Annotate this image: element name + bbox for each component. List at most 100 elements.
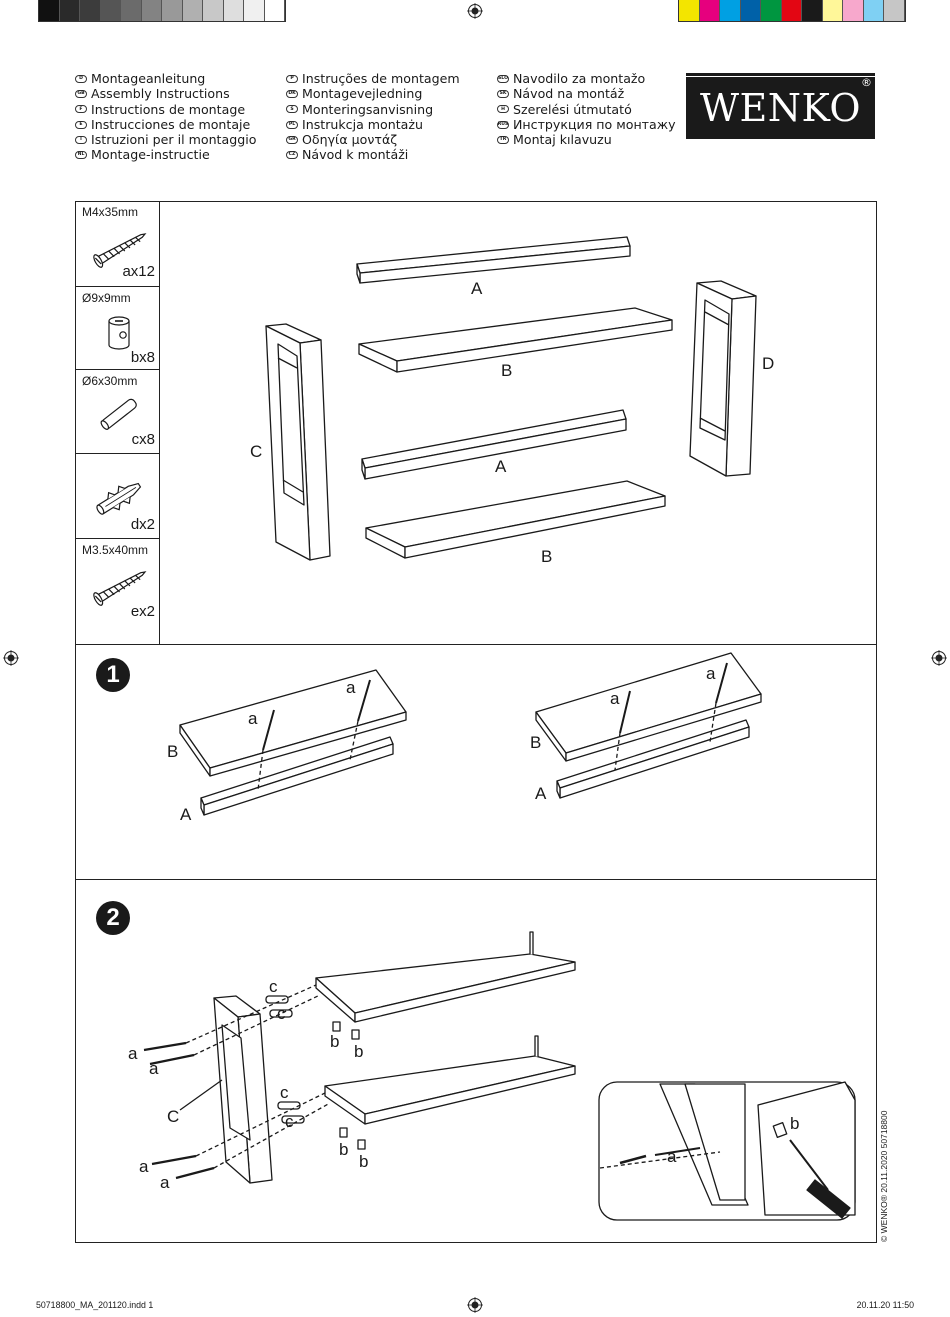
step2-upper-shelf (315, 931, 576, 1023)
label-screw-a: a (248, 709, 258, 728)
frame-c (265, 323, 331, 561)
part-cell-d: dx2 (75, 454, 159, 539)
part-quantity: ex2 (130, 603, 155, 620)
language-label: Instrukcja montażu (302, 116, 423, 132)
step2-guide-lines (185, 984, 331, 1169)
greyscale-swatch (59, 0, 80, 21)
language-label: Instrucciones de montaje (91, 116, 251, 132)
step-number-2: 2 (96, 901, 130, 935)
language-label: Instructions de montage (91, 101, 246, 117)
registration-mark-icon (3, 650, 19, 666)
process-swatch (781, 0, 802, 21)
label-screw-a: a (149, 1059, 159, 1078)
country-code-badge: GR (286, 135, 298, 144)
label-dowel-c: c (277, 1004, 286, 1023)
part-size: Ø6x30mm (82, 374, 138, 388)
greyscale-swatch (121, 0, 142, 21)
country-code-badge: NL (75, 151, 87, 160)
language-label: Istruzioni per il montaggio (91, 132, 257, 148)
greyscale-swatch (141, 0, 162, 21)
language-label: Monteringsanvisning (302, 101, 434, 117)
greyscale-swatch (203, 0, 224, 21)
label-cam-nut-b: b (359, 1152, 369, 1171)
logo-registered-mark: ® (861, 76, 872, 89)
greyscale-swatch (244, 0, 265, 21)
label-cam-nut-b: b (339, 1140, 349, 1159)
label-shelf-b: B (167, 742, 179, 761)
label-cam-nut-b: b (790, 1114, 800, 1133)
country-code-badge: DK (286, 89, 298, 98)
label-board-a: A (495, 457, 507, 476)
label-shelf-b: B (541, 547, 553, 566)
country-code-badge: CZ (286, 151, 298, 160)
country-code-badge: GB (75, 89, 87, 98)
label-frame-c: C (167, 1107, 180, 1126)
process-swatch (699, 0, 720, 21)
instruction-frame (75, 201, 877, 1243)
frame-d (689, 280, 757, 477)
part-quantity: ax12 (122, 263, 155, 280)
label-screw-a: a (128, 1044, 138, 1063)
registration-mark-icon (931, 650, 947, 666)
part-quantity: cx8 (131, 431, 155, 448)
step2-frame-c (213, 995, 273, 1184)
step1-left-assembly (179, 669, 407, 816)
wenko-logo: WENKO ® (686, 73, 875, 139)
parts-list: M4x35mm ax12 Ø9x9mm bx8 Ø6x30mm (75, 201, 160, 644)
step1-right-assembly (535, 652, 762, 799)
process-swatch (843, 0, 864, 21)
country-code-badge: RUS (497, 120, 509, 129)
footer-file-name: 50718800_MA_201120.indd 1 (36, 1300, 154, 1310)
process-swatch (822, 0, 843, 21)
part-cell-e: M3.5x40mm ex2 (75, 539, 159, 644)
greyscale-swatch (80, 0, 101, 21)
country-code-badge: S (286, 105, 298, 114)
country-code-badge: TR (497, 135, 509, 144)
process-swatch (863, 0, 884, 21)
dowel-icon (100, 398, 137, 430)
label-screw-a: a (160, 1173, 170, 1192)
language-label: Návod na montáž (513, 86, 625, 102)
step2-lower-shelf (324, 1035, 576, 1125)
country-code-badge: PL (286, 120, 298, 129)
label-board-a: A (471, 279, 483, 298)
greyscale-swatch (162, 0, 183, 21)
process-swatch (802, 0, 823, 21)
shelf-b-bottom (365, 480, 666, 559)
label-screw-a: a (706, 664, 716, 683)
greyscale-color-bar (38, 0, 286, 22)
greyscale-swatch (182, 0, 203, 21)
language-label: Инструкция по монтажу (513, 116, 676, 132)
country-code-badge: SK (497, 89, 509, 98)
detail-callout (598, 1081, 856, 1221)
greyscale-swatch (264, 0, 285, 21)
part-cell-b: Ø9x9mm bx8 (75, 287, 159, 370)
leader-line (179, 1079, 223, 1111)
step2-dowels (265, 995, 366, 1150)
label-dowel-c: c (280, 1083, 289, 1102)
label-frame-c: C (250, 442, 263, 461)
country-code-badge: P (286, 74, 298, 83)
country-code-badge: D (75, 74, 87, 83)
language-label: Navodilo za montažo (513, 71, 646, 86)
country-code-badge: F (75, 105, 87, 114)
board-a-bottom (361, 409, 627, 480)
language-item: F Instructions de montage (75, 102, 256, 117)
label-board-a: A (535, 784, 547, 803)
step2-screws (143, 1041, 215, 1180)
step-number-1: 1 (96, 658, 130, 692)
part-size: Ø9x9mm (82, 291, 131, 305)
label-cam-nut-b: b (354, 1042, 364, 1061)
label-dowel-c: c (285, 1112, 294, 1131)
language-label: Assembly Instructions (91, 86, 230, 102)
footer-timestamp: 20.11.20 11:50 (856, 1300, 914, 1310)
label-cam-nut-b: b (330, 1032, 340, 1051)
